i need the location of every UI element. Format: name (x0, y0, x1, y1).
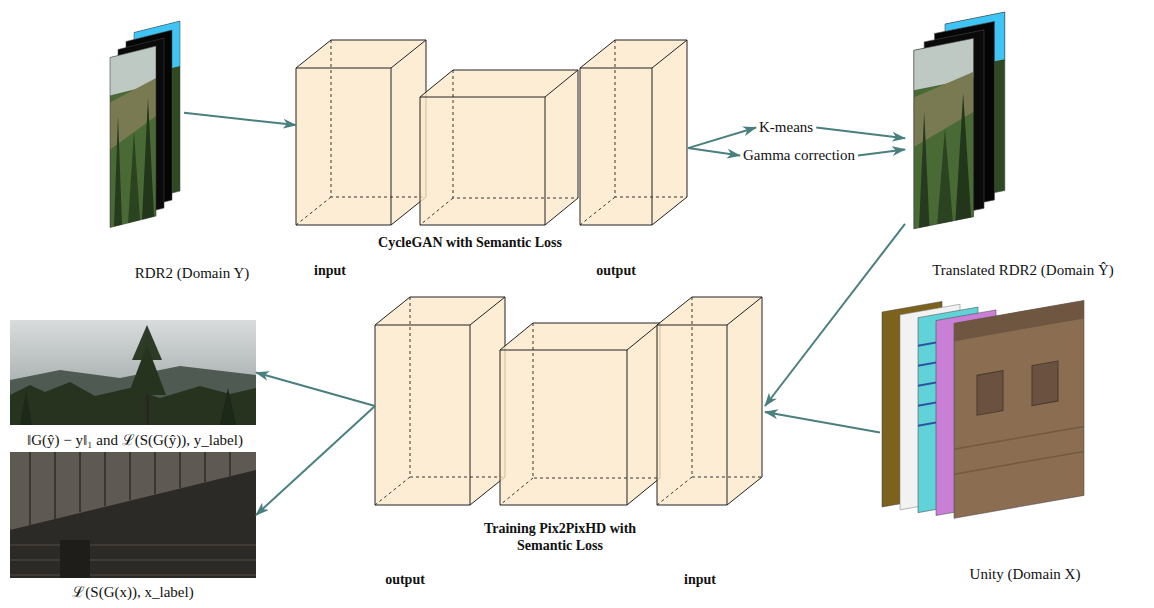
process-step: K-means (756, 118, 816, 137)
network-block: CycleGAN with Semantic Loss input output (296, 38, 688, 280)
flow-arrow (184, 113, 296, 125)
image-stack: RDR2 (Domain Y) (100, 25, 184, 250)
flow-arrow (765, 412, 880, 433)
process-step: Gamma correction (740, 146, 858, 165)
node-label: K-means (759, 119, 813, 136)
flow-arrow (858, 150, 905, 156)
block-label: input (684, 571, 716, 588)
flow-arrow (816, 128, 905, 139)
block-label: output (596, 262, 636, 279)
node-label: RDR2 (Domain Y) (135, 265, 249, 282)
flow-arrow (765, 224, 905, 406)
flow-arrow (256, 373, 375, 407)
block-label: output (385, 571, 425, 588)
block-label: CycleGAN with Semantic Loss (378, 234, 562, 251)
block-label: Training Pix2PixHD with Semantic Loss (460, 520, 660, 554)
flow-arrow (688, 148, 740, 155)
node-label: Unity (Domain X) (970, 566, 1081, 583)
flow-arrow (256, 406, 375, 515)
node-label: ‖G(ŷ) − y‖₁ and ℒ(S(G(ŷ)), y_label) (27, 432, 243, 449)
node-label: ℒ(S(G(x)), x_label) (72, 584, 193, 601)
node-label: Gamma correction (743, 147, 855, 164)
node-label: Translated RDR2 (Domain Ŷ) (932, 262, 1114, 279)
output-image: ℒ(S(G(x)), x_label) (10, 452, 256, 578)
output-image: ‖G(ŷ) − y‖₁ and ℒ(S(G(ŷ)), y_label) (10, 320, 256, 425)
network-block: Training Pix2PixHD with Semantic Loss out… (375, 295, 765, 595)
flow-arrow (688, 128, 756, 149)
image-stack: Unity (Domain X) (880, 298, 1086, 526)
image-stack: Translated RDR2 (Domain Ŷ) (905, 10, 1013, 235)
block-label: input (314, 262, 346, 279)
